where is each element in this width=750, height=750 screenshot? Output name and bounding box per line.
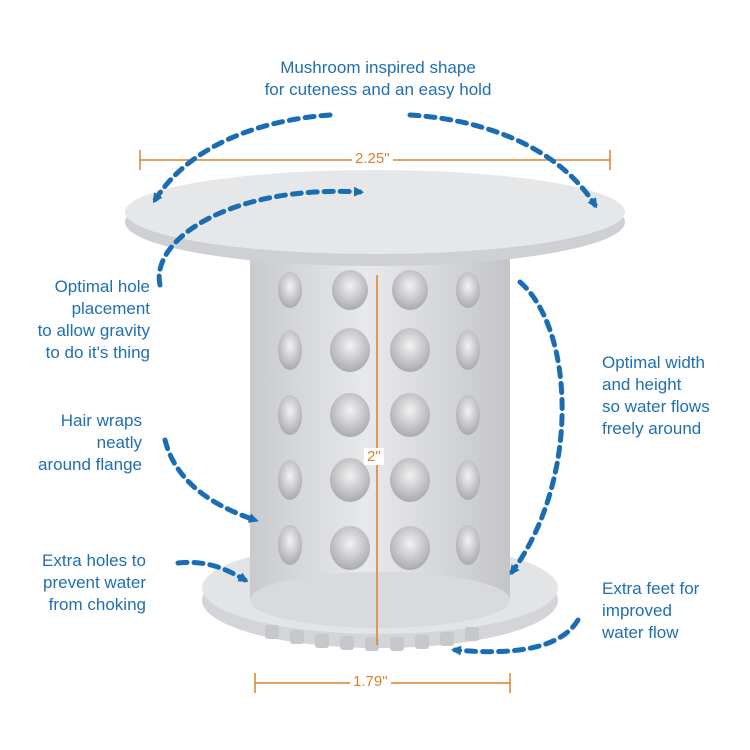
base-width-dimension: 1.79" — [350, 673, 391, 690]
mushroom-arrow-left — [152, 112, 333, 204]
hole-line-2: placement — [71, 299, 150, 318]
extra-holes-callout: Extra holes to prevent water from chokin… — [10, 550, 146, 616]
strainer-body — [250, 232, 510, 628]
hair-line-3: around flange — [38, 455, 142, 474]
mushroom-line-1: Mushroom inspired shape — [280, 58, 476, 77]
extra-holes-line-1: Extra holes to — [42, 551, 146, 570]
hair-line-1: Hair wraps — [60, 411, 142, 430]
hair-callout: Hair wraps neatly around flange — [10, 410, 142, 476]
mushroom-arrow-right — [407, 112, 598, 209]
width-arrow — [509, 279, 565, 576]
hole-arrow — [156, 186, 364, 288]
feet-line-3: water flow — [602, 623, 679, 642]
extra-holes-line-3: from choking — [48, 595, 146, 614]
feet-callout: Extra feet for improved water flow — [602, 578, 742, 644]
top-width-dimension: 2.25" — [352, 150, 393, 167]
feet-arrow — [451, 617, 581, 656]
extra-holes-arrow — [175, 559, 249, 583]
mushroom-line-2: for cuteness and an easy hold — [264, 80, 492, 99]
mushroom-cap — [125, 170, 625, 266]
mushroom-callout: Mushroom inspired shape for cuteness and… — [233, 57, 523, 101]
width-line-4: freely around — [602, 419, 702, 438]
width-line-3: so water flows — [602, 397, 710, 416]
width-line-1: Optimal width — [602, 353, 705, 372]
hole-line-1: Optimal hole — [54, 277, 150, 296]
feet-line-1: Extra feet for — [602, 579, 700, 598]
feet — [265, 625, 479, 651]
height-dimension: 2" — [364, 448, 384, 465]
width-callout: Optimal width and height so water flows … — [602, 352, 747, 440]
hair-line-2: neatly — [96, 433, 142, 452]
feet-line-2: improved — [602, 601, 672, 620]
hole-callout: Optimal hole placement to allow gravity … — [10, 276, 150, 364]
hole-line-4: to do it's thing — [45, 343, 150, 362]
hair-arrow — [162, 437, 259, 523]
holes — [278, 270, 480, 570]
hole-line-3: to allow gravity — [37, 321, 150, 340]
extra-holes-line-2: prevent water — [43, 573, 146, 592]
width-line-2: and height — [602, 375, 682, 394]
